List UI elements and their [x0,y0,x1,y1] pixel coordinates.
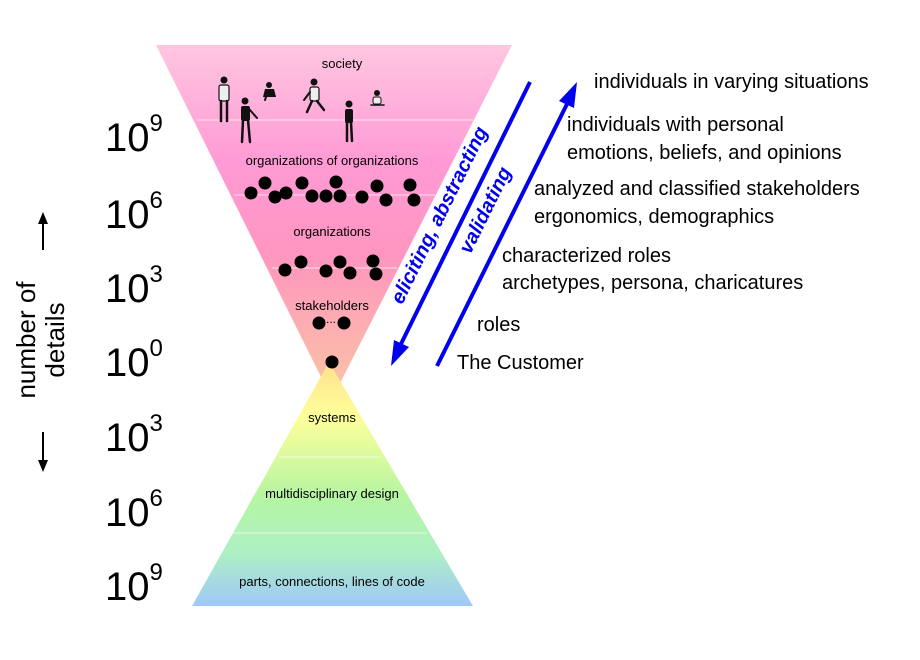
dot [268,190,282,204]
label-org-of-orgs: organizations of organizations [246,153,419,168]
magnitude-lower-1: 103 [105,410,163,460]
label-multidisciplinary-design: multidisciplinary design [265,486,399,501]
label-archetypes: archetypes, persona, charicatures [502,272,803,294]
person-icon [218,76,230,123]
label-roles: roles [477,314,520,336]
eliciting-arrow-shaft [397,81,532,349]
magnitude-lower-3: 109 [105,559,163,609]
magnitude-labels: 109 106 103 100 103 106 109 [105,110,163,609]
axis-label: number of details [11,281,70,399]
eliciting-arrow-head-icon [391,340,409,366]
axis-arrow-up-icon [38,212,48,250]
dot [337,316,351,330]
dot [333,189,347,203]
label-individuals-personal: individuals with personal [567,114,784,136]
dot [370,179,384,193]
dot [244,186,258,200]
dot [355,190,369,204]
validating-arrow-shaft [435,99,571,367]
stakeholder-ellipsis: ... [326,312,336,326]
dot [369,267,383,281]
dot [305,189,319,203]
magnitude-lower-2: 106 [105,485,163,535]
label-systems: systems [308,410,356,425]
dot [295,176,309,190]
person-icon [263,82,276,101]
dot [329,175,343,189]
person-icon [370,90,385,106]
org-of-orgs-dots [244,175,421,207]
dot [403,178,417,192]
magnitude-upper-2: 106 [105,187,163,237]
person-icon [240,97,258,144]
magnitude-upper-1: 109 [105,110,163,160]
lower-funnel-triangle [192,362,473,606]
label-parts: parts, connections, lines of code [239,574,425,589]
people-icon-group [218,76,385,144]
dot [279,186,293,200]
organizations-dots [278,254,383,281]
right-labels: individuals in varying situations indivi… [457,71,869,374]
dot [319,264,333,278]
label-analyzed-stakeholders: analyzed and classified stakeholders [534,178,860,200]
label-individuals-situations: individuals in varying situations [594,71,869,93]
magnitude-upper-4: 100 [105,335,163,385]
dot [407,193,421,207]
dot [343,266,357,280]
eliciting-arrow [391,81,532,366]
stakeholders-dots [312,316,351,330]
dot [366,254,380,268]
person-icon [345,100,354,143]
person-icon [303,78,326,114]
label-organizations: organizations [293,224,371,239]
validating-arrow [435,82,577,367]
dot [278,263,292,277]
dot [258,176,272,190]
axis-arrow-down-icon [38,432,48,472]
dot [294,255,308,269]
dot [333,255,347,269]
label-stakeholders: stakeholders [295,298,369,313]
customer-dot [325,355,339,369]
label-the-customer: The Customer [457,352,584,374]
label-characterized-roles: characterized roles [502,245,671,267]
axis-label-line1: number of [11,281,41,399]
axis-label-line2: details [40,302,70,377]
label-emotions-beliefs: emotions, beliefs, and opinions [567,142,842,164]
magnitude-upper-3: 103 [105,261,163,311]
label-society: society [322,56,363,71]
dot [312,316,326,330]
validating-arrow-head-icon [559,82,577,108]
dot [319,189,333,203]
lower-funnel-dividers [233,456,427,534]
upper-funnel-triangle [156,45,512,399]
label-ergonomics: ergonomics, demographics [534,206,774,228]
dot [379,193,393,207]
